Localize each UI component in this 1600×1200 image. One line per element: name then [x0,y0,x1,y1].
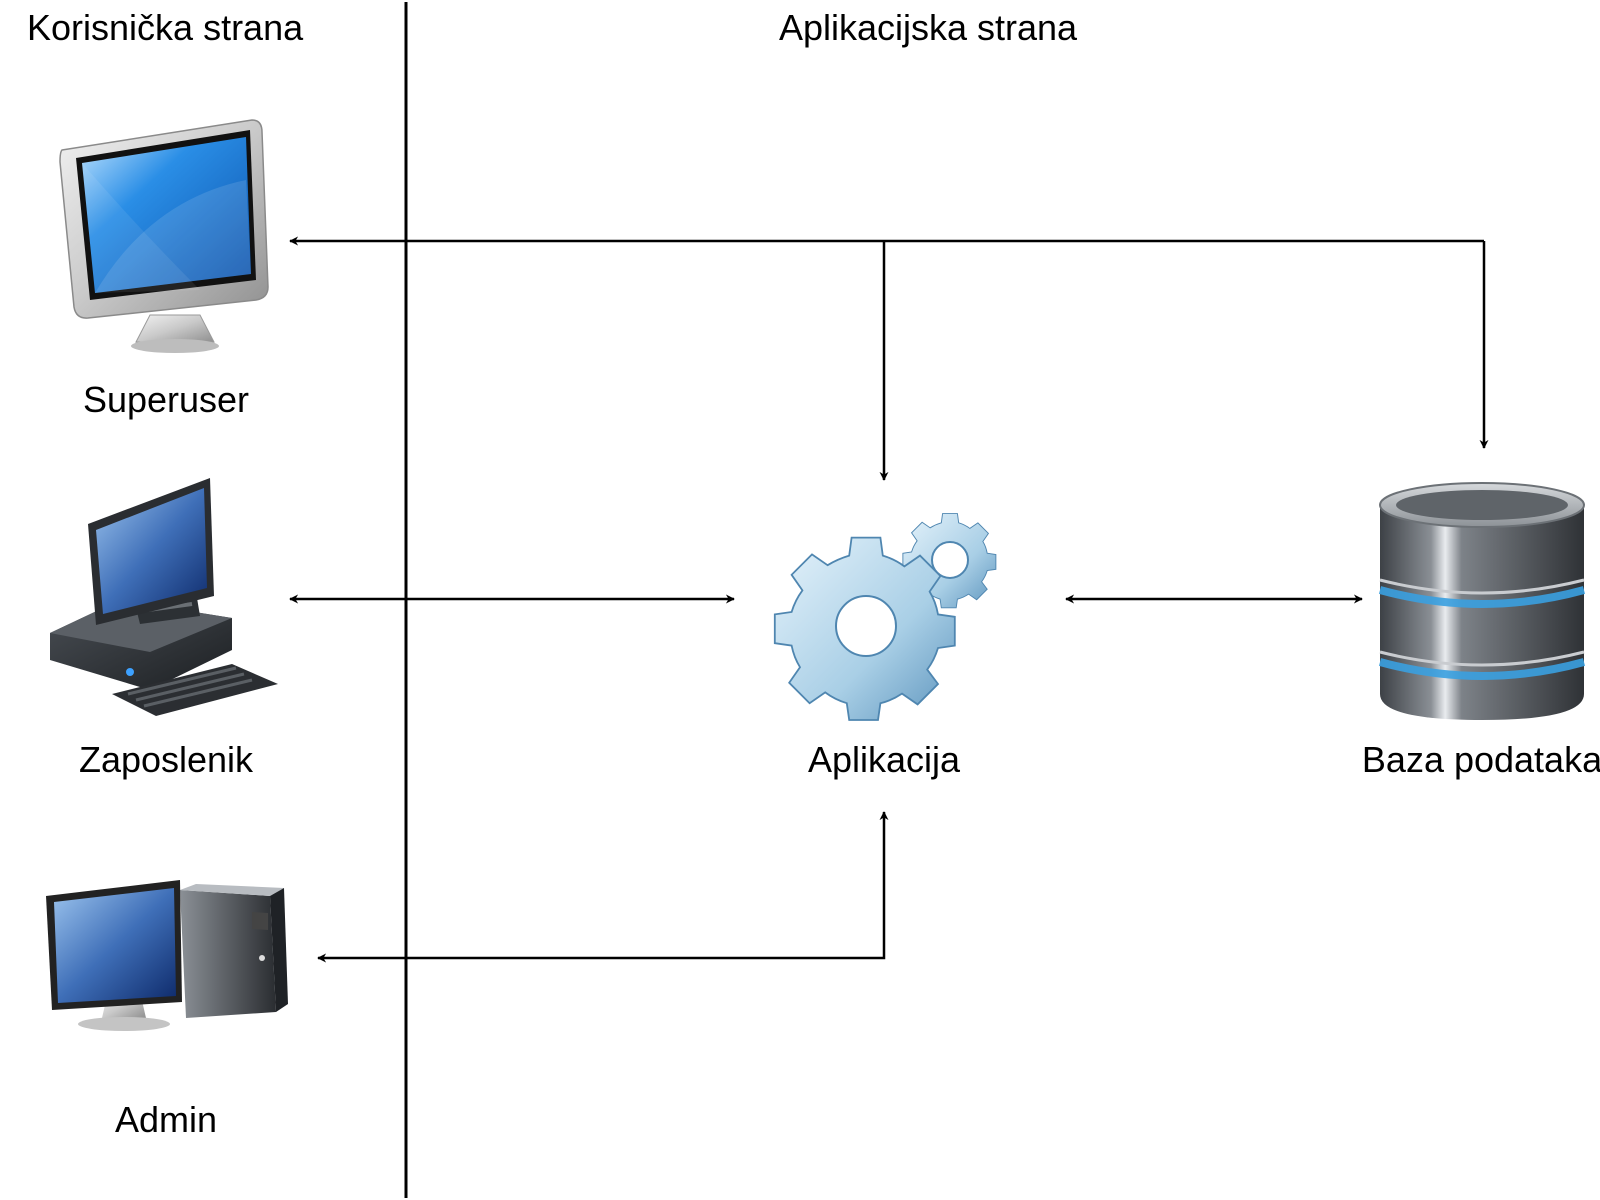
connector-admin-aplikacija [317,811,889,963]
imac-monitor-icon [59,119,269,353]
monitor-tower-pc-icon [46,880,288,1031]
database-cylinder-icon [1378,482,1586,720]
desktop-computer-keyboard-icon [50,478,278,716]
node-label-baza: Baza podataka [1361,739,1600,780]
gears-icon [773,513,997,721]
section-label-aplikacijska: Aplikacijska strana [778,7,1078,48]
node-label-admin: Admin [114,1099,218,1140]
section-label-korisnicka: Korisnička strana [27,7,304,48]
node-label-aplikacija: Aplikacija [807,739,961,780]
connectors [289,236,1489,963]
node-label-zaposlenik: Zaposlenik [78,739,254,780]
node-label-superuser: Superuser [82,379,250,420]
